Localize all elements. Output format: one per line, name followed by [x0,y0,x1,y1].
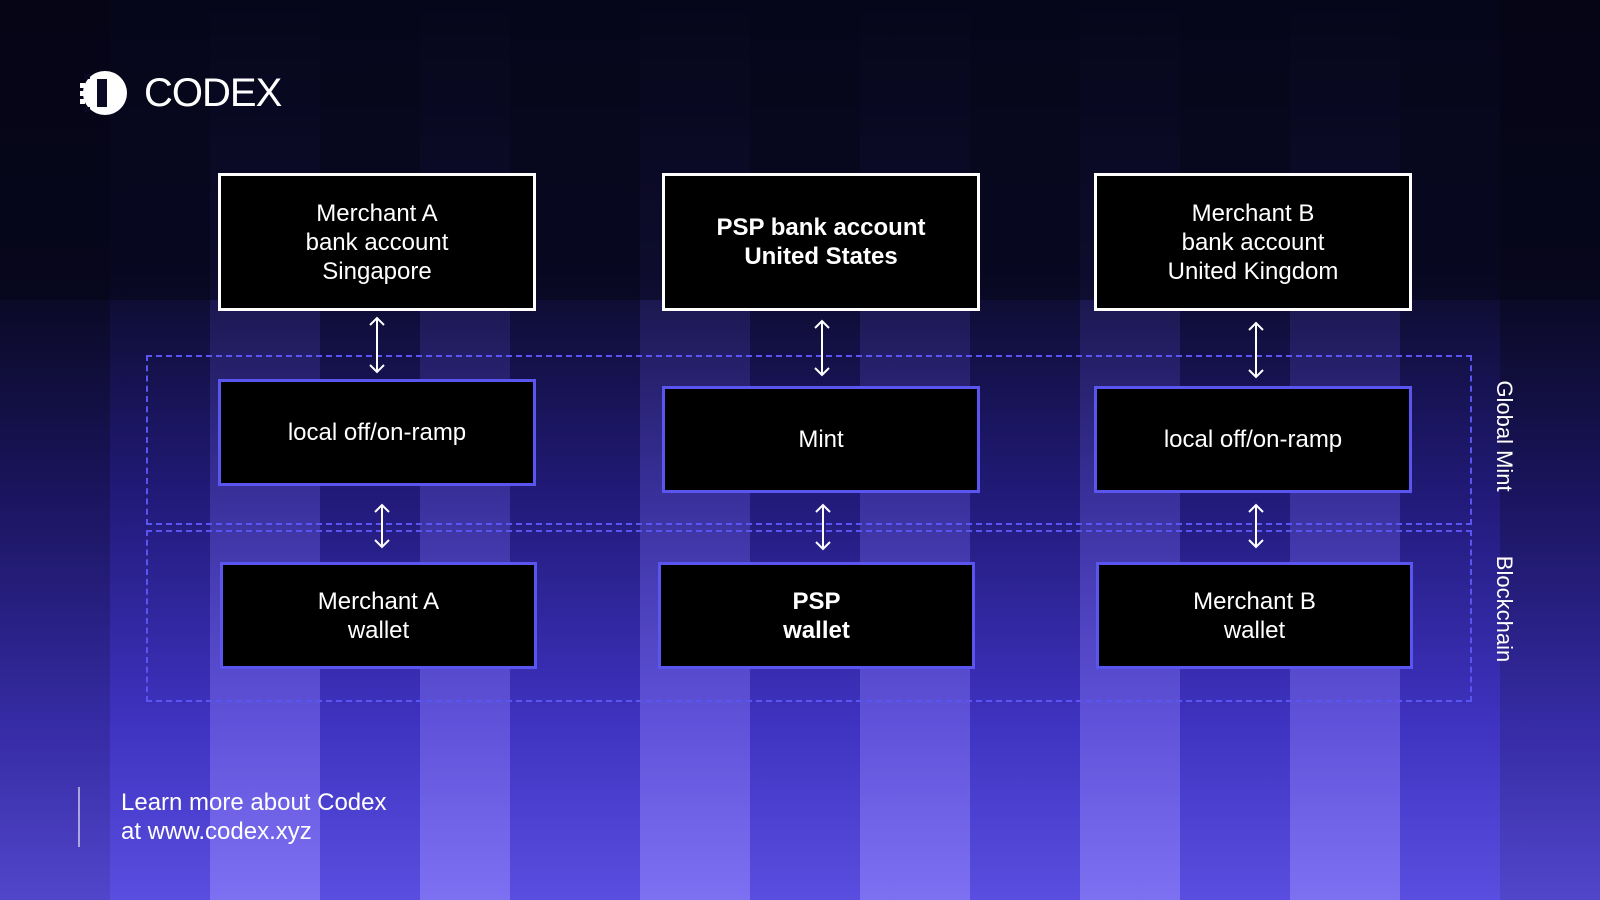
double-arrow-vertical-icon [372,503,392,549]
merchant-b-ramp-label: local off/on-ramp [1163,426,1343,453]
merchant-a-ramp-label: local off/on-ramp [287,419,467,446]
codex-logo-icon [80,71,127,115]
double-arrow-vertical-icon [1246,503,1266,549]
merchant-b-wallet-box: Merchant B wallet [1096,562,1413,669]
blockchain-label: Blockchain [1492,555,1517,663]
double-arrow-vertical-icon [1246,321,1266,379]
merchant-a-bank-label: Merchant A bank account Singapore [305,199,449,285]
psp-wallet-label: PSP wallet [783,587,850,644]
merchant-b-bank-box: Merchant B bank account United Kingdom [1094,173,1412,311]
global-mint-region [146,355,1472,525]
merchant-a-wallet-box: Merchant A wallet [220,562,537,669]
footer-line-1: Learn more about Codex [121,789,387,816]
footer-line-2[interactable]: at www.codex.xyz [121,818,312,845]
merchant-b-bank-label: Merchant B bank account United Kingdom [1167,199,1339,285]
merchant-b-wallet-label: Merchant B wallet [1193,587,1316,644]
blockchain-region [146,530,1472,702]
mint-box: Mint [662,386,980,493]
brand-name: CODEX [144,71,282,115]
global-mint-label: Global Mint [1492,380,1517,492]
footer-divider [78,787,80,847]
double-arrow-vertical-icon [812,319,832,377]
merchant-b-ramp-box: local off/on-ramp [1094,386,1412,493]
psp-bank-box: PSP bank account United States [662,173,980,311]
double-arrow-vertical-icon [813,503,833,551]
codex-logo[interactable]: CODEX [80,70,282,116]
psp-bank-label: PSP bank account United States [716,214,926,270]
mint-label: Mint [798,426,844,453]
merchant-a-ramp-box: local off/on-ramp [218,379,536,486]
footer-cta[interactable]: Learn more about Codex at www.codex.xyz [121,788,387,846]
psp-wallet-box: PSP wallet [658,562,975,669]
merchant-a-wallet-label: Merchant A wallet [317,587,440,644]
merchant-a-bank-box: Merchant A bank account Singapore [218,173,536,311]
double-arrow-vertical-icon [367,316,387,374]
